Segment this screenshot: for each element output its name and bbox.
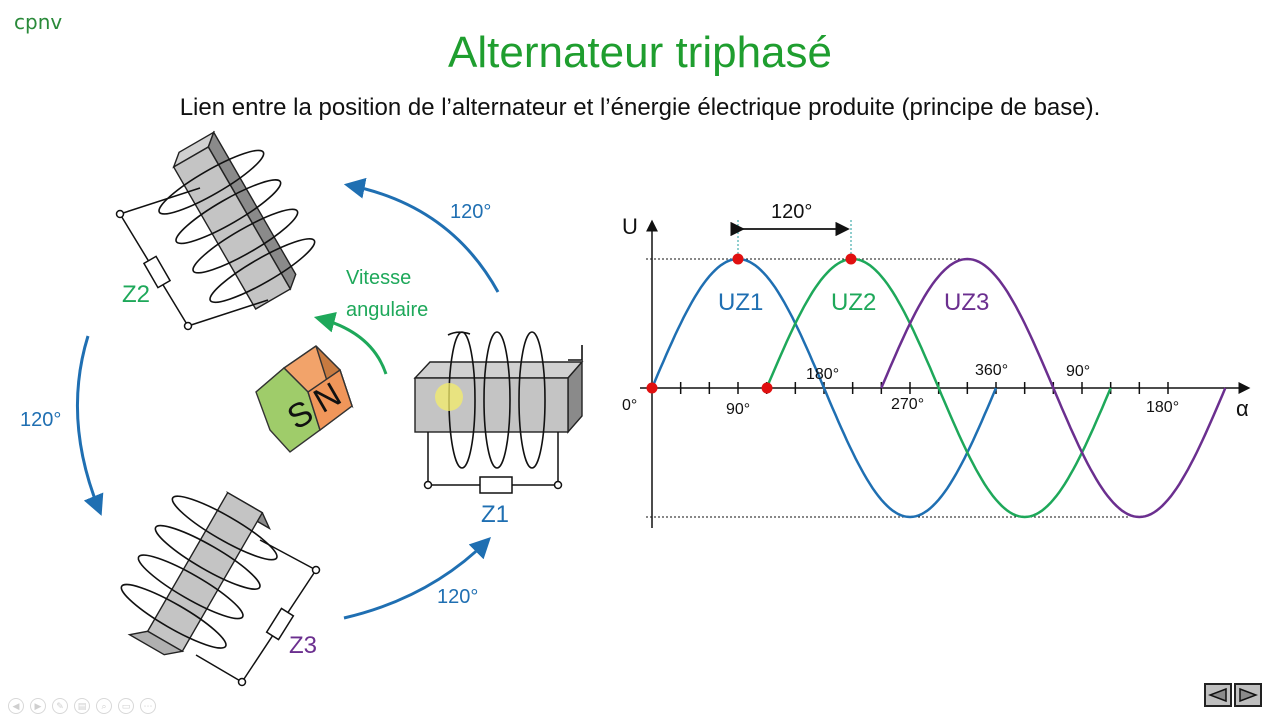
series-label-uz1: UZ1 [718,289,763,316]
y-axis-label: U [622,214,638,239]
series-label-uz2: UZ2 [831,289,876,316]
marker-uz2-peak [845,253,857,265]
slide-toolbar: ◀ ▶ ✎ ▤ ⌕ ▭ ⋯ [8,698,156,716]
angle-label-left: 120° [20,409,61,431]
toolbar-subtitles-icon[interactable]: ▭ [118,698,134,714]
toolbar-prev-icon[interactable]: ◀ [8,698,24,714]
cursor-highlight [435,383,463,411]
tick-label-270: 270° [891,396,924,413]
arrow-left [75,335,104,516]
series-label-uz3: UZ3 [944,289,989,316]
cpnv-logo: cpnv [14,10,63,34]
page-title: Alternateur triphasé [448,28,832,77]
arrow-top [343,177,500,293]
series-uz1-line [650,257,998,519]
slide-nav-buttons [1204,683,1262,707]
arrow-bottom [343,537,491,620]
triangle-right-icon [1239,687,1258,703]
marker-uz2-zero [761,382,773,394]
tick-label-90: 90° [726,401,750,418]
toolbar-next-icon[interactable]: ▶ [30,698,46,714]
series-uz3-line [880,257,1227,519]
toolbar-more-icon[interactable]: ⋯ [140,698,156,714]
coil-z1 [413,331,584,494]
tick-label-90b: 90° [1066,363,1090,380]
coil-z2 [115,130,316,331]
angle-label-bottom: 120° [437,586,478,608]
magnet: S N [255,345,354,453]
voltage-chart: U α 120° 0° 90° 270° 180° 180° 360° 90° … [622,201,1251,528]
series-uz2-line [765,257,1112,519]
marker-uz1-zero [646,382,658,394]
page-subtitle: Lien entre la position de l’alternateur … [179,94,1101,121]
speed-label-line2: angulaire [346,299,428,321]
coil-z3 [120,491,321,687]
z1-label: Z1 [481,501,509,528]
phase-shift-label: 120° [771,201,812,223]
nav-next-button[interactable] [1234,683,1262,707]
toolbar-slides-icon[interactable]: ▤ [74,698,90,714]
z3-label: Z3 [289,632,317,659]
x-axis-label: α [1236,396,1249,421]
arrow-angular-speed [313,312,388,375]
z2-label: Z2 [122,281,150,308]
nav-prev-button[interactable] [1204,683,1232,707]
tick-label-0: 0° [622,397,637,414]
triangle-left-icon [1208,687,1227,703]
tick-label-180b: 180° [1146,399,1179,416]
tick-label-360: 360° [975,362,1008,379]
angle-label-top: 120° [450,201,491,223]
marker-uz1-peak [732,253,744,265]
speed-label-line1: Vitesse [346,267,411,289]
toolbar-zoom-icon[interactable]: ⌕ [96,698,112,714]
tick-label-180: 180° [806,366,839,383]
toolbar-pen-icon[interactable]: ✎ [52,698,68,714]
